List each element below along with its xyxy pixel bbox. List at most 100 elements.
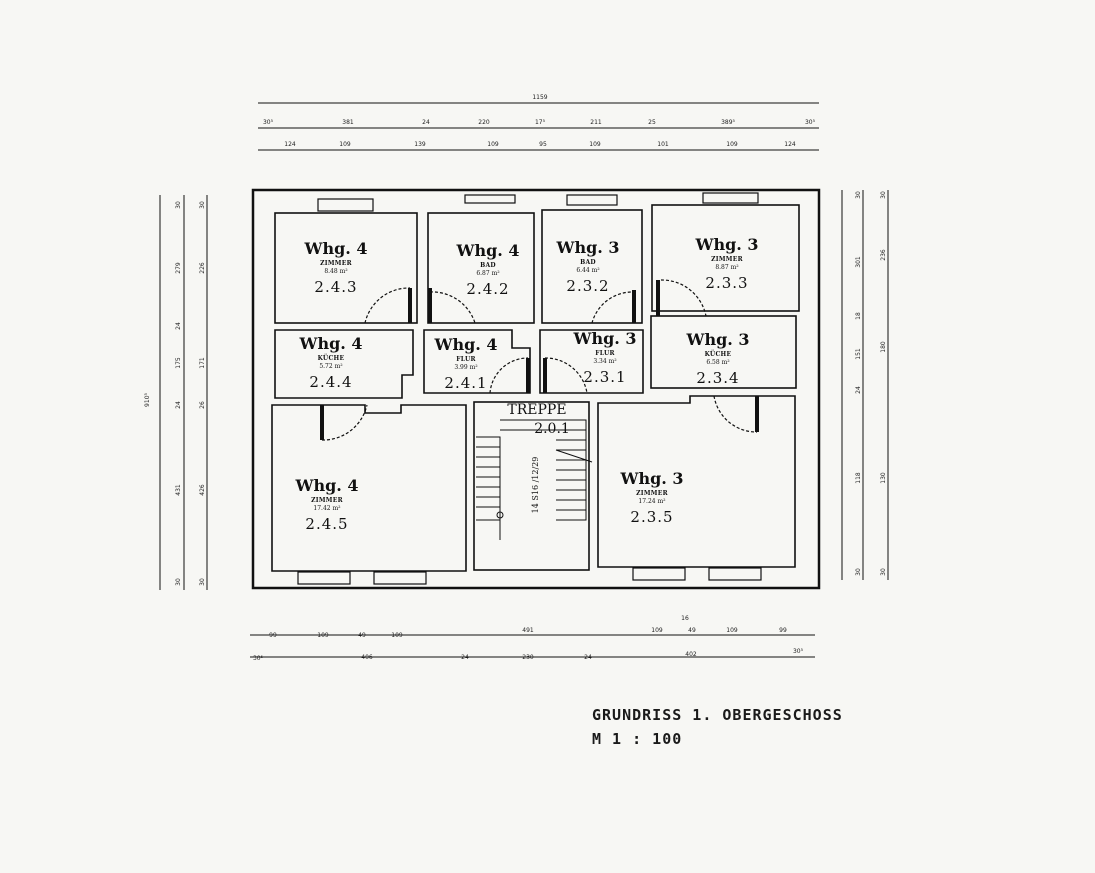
dimension-text: 109 (391, 632, 403, 639)
dimension-text: 30 (175, 201, 182, 209)
door-swing (591, 291, 635, 324)
dimension-text: 109 (339, 141, 351, 148)
dimension-text: 95 (539, 141, 547, 148)
dimension-text: 431 (175, 484, 182, 496)
dimension-text: 109 (589, 141, 601, 148)
room-number: 2.4.3 (314, 278, 357, 296)
room-outline-2-4-3 (274, 212, 418, 324)
room-unit: Whg. 4 (433, 335, 497, 354)
dimension-text: 139 (414, 141, 426, 148)
door-swing (544, 357, 588, 394)
room-number: 2.4.5 (305, 515, 348, 533)
room-type: KÜCHE (318, 355, 345, 362)
room-unit: Whg. 3 (555, 238, 619, 257)
room-outline-2-3-5 (597, 395, 796, 568)
dimension-text: 49 (358, 632, 366, 639)
room-outline-2-4-5 (271, 404, 467, 572)
dimension-text: 109 (317, 632, 329, 639)
room-type: BAD (480, 262, 496, 269)
room-unit: Whg. 4 (298, 334, 362, 353)
dimension-text: 30 (880, 191, 887, 199)
dimension-text: 24 (175, 322, 182, 330)
dimension-text: 124 (784, 141, 796, 148)
dimension-text: 109 (487, 141, 499, 148)
dimension-text: 381 (342, 119, 354, 126)
dimension-text: 118 (855, 472, 862, 484)
room-type: KÜCHE (705, 351, 732, 358)
dimension-text: 1159 (532, 94, 547, 101)
stair-number: 2.0.1 (534, 421, 570, 437)
room-number: 2.3.1 (583, 368, 626, 386)
window (464, 194, 516, 204)
dimension-text: 491 (522, 627, 534, 634)
doors (321, 279, 758, 441)
room-outline-2-3-1 (539, 329, 644, 394)
room-outline-2-4-1 (423, 329, 531, 394)
dimension-text: 230 (522, 654, 534, 661)
room-number: 2.3.2 (566, 277, 609, 295)
room-type: ZIMMER (636, 490, 669, 497)
dimension-text: 279 (175, 262, 182, 274)
dimension-text: 30 (199, 578, 206, 586)
window (297, 571, 351, 585)
room-area: 3.99 m² (454, 364, 478, 371)
dimension-text: 109 (651, 627, 663, 634)
room-unit: Whg. 4 (294, 476, 358, 495)
room-unit: Whg. 4 (303, 239, 367, 258)
window (317, 198, 374, 212)
plan-scale: M 1 : 100 (592, 730, 683, 748)
room-area: 17.42 m² (313, 505, 341, 512)
dimension-text: 24 (422, 119, 430, 126)
dimension-text: 30 (855, 568, 862, 576)
door-leaves (320, 280, 759, 440)
dimension-text: 99 (269, 632, 277, 639)
room-outline-2-0-1 (473, 401, 590, 571)
windows (297, 192, 762, 585)
dimension-marker: 16 (681, 615, 689, 622)
dimension-text: 109 (726, 627, 738, 634)
dimension-text: 406 (361, 654, 373, 661)
dimension-text: 30 (175, 578, 182, 586)
room-outline-2-3-4 (650, 315, 797, 389)
dimension-text: 30 (880, 568, 887, 576)
room-unit: Whg. 3 (694, 235, 758, 254)
dimension-text: 24 (461, 654, 469, 661)
dimension-text: 26 (199, 401, 206, 409)
dimension-text: 101 (657, 141, 669, 148)
dimension-text: 99 (779, 627, 787, 634)
room-area: 3.34 m² (593, 358, 617, 365)
stair-note: 14 S16 /12/29 (531, 457, 540, 514)
room-type: ZIMMER (711, 256, 744, 263)
window (702, 192, 759, 204)
room-area: 6.44 m² (576, 267, 600, 274)
room-outline-2-4-2 (427, 212, 535, 324)
room-type: FLUR (456, 356, 476, 363)
dimension-text: 30⁵ (805, 119, 816, 126)
outer-wall (251, 188, 821, 590)
room-number: 2.3.5 (630, 508, 673, 526)
stair-treads (476, 419, 593, 540)
dimension-text: 124 (284, 141, 296, 148)
room-unit: Whg. 3 (619, 469, 683, 488)
plan-title: GRUNDRISS 1. OBERGESCHOSS (592, 706, 843, 724)
window (566, 194, 618, 206)
room-unit: Whg. 4 (455, 241, 519, 260)
room-area: 8.87 m² (715, 264, 739, 271)
window (632, 567, 686, 581)
dimension-text: 30 (199, 201, 206, 209)
dimension-text: 30⁵ (793, 648, 804, 655)
room-number: 2.4.4 (309, 373, 352, 391)
room-number: 2.4.1 (444, 374, 487, 392)
dimension-lines (159, 102, 889, 658)
door-swing (713, 395, 758, 433)
door-swing (364, 287, 411, 324)
